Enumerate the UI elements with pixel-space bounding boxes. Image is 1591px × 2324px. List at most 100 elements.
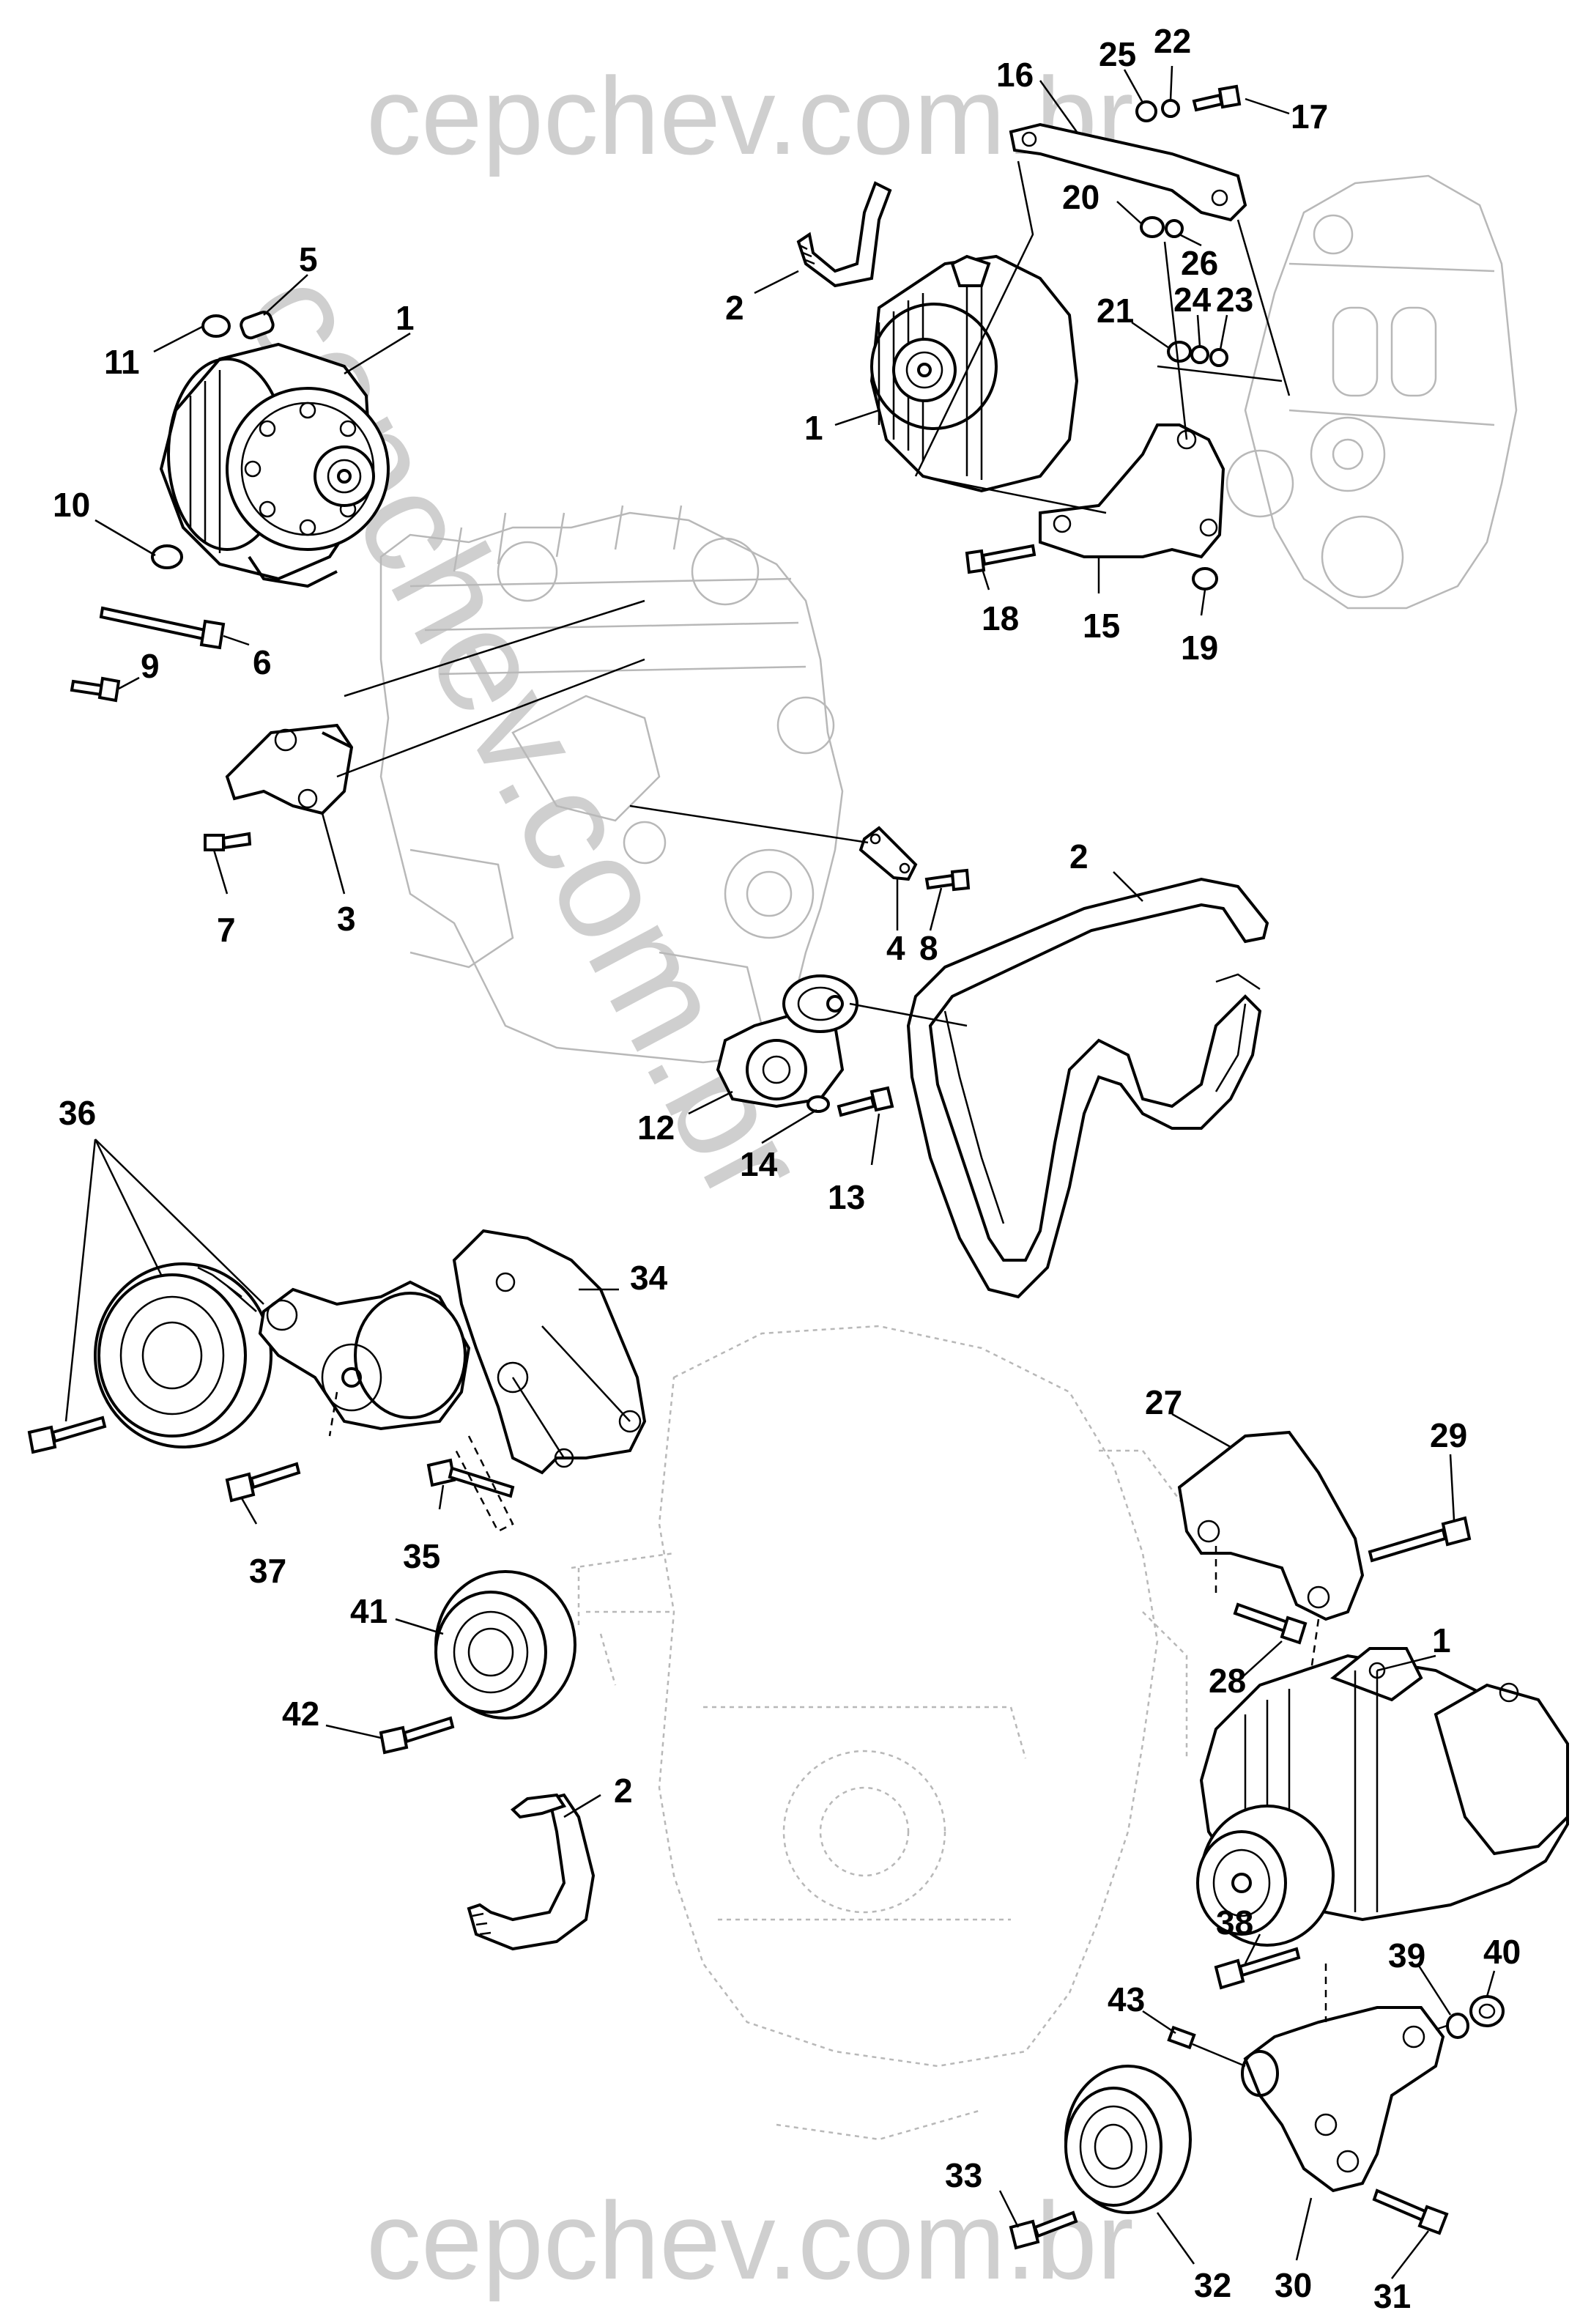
bolt-33 (1009, 2210, 1078, 2250)
callout-8: 8 (919, 929, 938, 967)
callout-2-left: 2 (614, 1772, 633, 1810)
callout-41: 41 (350, 1592, 387, 1630)
callout-10: 10 (53, 486, 90, 524)
bracket-3 (225, 723, 354, 815)
washers-25-22 (1135, 99, 1180, 122)
engine-ghost-top-right (1225, 174, 1518, 610)
bolt-42 (379, 1716, 455, 1755)
engine-ghost-bottom (571, 1325, 1188, 2141)
callout-40: 40 (1483, 1933, 1521, 1971)
leader-lines-left (328, 1391, 514, 1533)
callout-leaders (64, 65, 1496, 2279)
callout-22: 22 (1154, 22, 1191, 60)
callout-38: 38 (1216, 1903, 1253, 1942)
bolt-9 (70, 676, 121, 703)
callout-43: 43 (1108, 1980, 1145, 2018)
callout-2-top: 2 (725, 289, 744, 327)
callout-20: 20 (1062, 178, 1099, 216)
callout-4: 4 (886, 929, 905, 967)
bolt-7 (204, 832, 252, 851)
callout-35: 35 (403, 1537, 440, 1575)
callout-30: 30 (1275, 2266, 1312, 2304)
callout-13: 13 (828, 1178, 865, 1216)
nut-10 (151, 544, 183, 569)
callout-28: 28 (1209, 1662, 1246, 1700)
callout-1-top-left: 1 (396, 299, 415, 337)
callout-7: 7 (217, 911, 236, 949)
nut-washers-20-26 (1140, 216, 1184, 238)
bolt-36 (27, 1416, 107, 1454)
bracket-27 (1177, 1430, 1365, 1621)
belt-2-left (467, 1793, 596, 1951)
pulley-36 (94, 1262, 272, 1448)
callout-36: 36 (59, 1094, 96, 1132)
leader-lines-top-right (914, 160, 1291, 514)
callout-39: 39 (1388, 1936, 1425, 1975)
watermark-top: cepchev.com.br (366, 54, 1134, 177)
washer-14 (806, 1095, 830, 1113)
callout-14: 14 (740, 1145, 778, 1183)
strap-16 (1009, 122, 1247, 222)
bolt-17 (1192, 84, 1242, 112)
spacer-sleeve-5 (240, 311, 275, 340)
callout-1-top-right: 1 (804, 409, 823, 447)
callout-23: 23 (1216, 281, 1253, 319)
bolt-13 (837, 1086, 894, 1117)
nut-19 (1192, 567, 1218, 591)
engine-ghost-top (379, 505, 844, 1064)
tensioner-12 (716, 974, 968, 1109)
callout-5: 5 (299, 240, 318, 278)
callout-17: 17 (1291, 97, 1328, 136)
alternator-bottom-right (1196, 1647, 1569, 1947)
bolt-28 (1233, 1602, 1308, 1645)
nut-11 (201, 314, 231, 338)
bracket-34 (452, 1229, 647, 1475)
watermark-bottom: cepchev.com.br (366, 2179, 1134, 2302)
callout-31: 31 (1373, 2277, 1411, 2315)
callout-34: 34 (630, 1259, 668, 1297)
belt-2-top (796, 181, 892, 288)
callout-6: 6 (253, 643, 272, 681)
callout-21: 21 (1097, 292, 1134, 330)
callout-24: 24 (1173, 281, 1212, 319)
alternator-top-right (869, 254, 1079, 493)
callout-19: 19 (1181, 629, 1218, 667)
idler-pulley-41 (434, 1570, 576, 1720)
callout-18: 18 (982, 599, 1019, 637)
bolt-38 (1214, 1947, 1301, 1990)
bolt-8 (924, 868, 971, 892)
callout-11: 11 (104, 343, 140, 381)
bracket-30 (1241, 2006, 1445, 2193)
bolt-18 (965, 544, 1036, 574)
callout-labels: 16 25 22 17 20 26 21 24 23 2 1 18 15 19 … (53, 22, 1521, 2315)
callout-37: 37 (249, 1552, 286, 1590)
callout-2-mid: 2 (1069, 837, 1089, 876)
leader-lines-top-left (336, 599, 869, 844)
bolt-35 (426, 1458, 515, 1498)
long-bolt-6 (99, 606, 226, 650)
washer-39 (1446, 2013, 1469, 2039)
alternator-top-left (159, 342, 390, 588)
callout-32: 32 (1194, 2266, 1231, 2304)
callout-33: 33 (945, 2156, 982, 2194)
callout-29: 29 (1430, 1416, 1467, 1454)
callout-25: 25 (1099, 35, 1136, 73)
bolt-37 (225, 1462, 301, 1503)
nut-40 (1469, 1995, 1505, 2027)
callout-3: 3 (337, 900, 356, 938)
callout-9: 9 (141, 647, 160, 685)
callout-1-bottom-right: 1 (1432, 1621, 1451, 1659)
bolt-29 (1368, 1516, 1472, 1563)
idler-pulley-32 (1064, 2065, 1192, 2214)
callout-15: 15 (1083, 607, 1120, 645)
plate-4 (858, 826, 918, 881)
nut-washers-21-24-23 (1167, 341, 1228, 367)
bracket-15 (1039, 423, 1225, 559)
bolt-31 (1372, 2188, 1449, 2235)
callout-12: 12 (637, 1109, 675, 1147)
belt-2-serpentine (906, 877, 1269, 1299)
leader-lines-bottom-right (1192, 1546, 1447, 2068)
callout-26: 26 (1181, 244, 1218, 282)
callout-42: 42 (282, 1695, 319, 1733)
